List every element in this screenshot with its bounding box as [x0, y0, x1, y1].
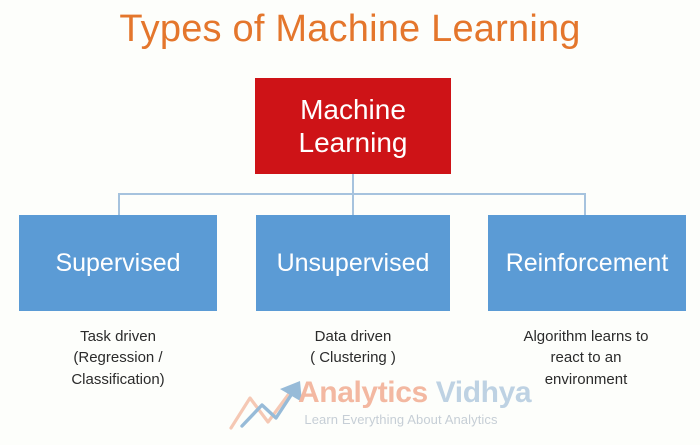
node-supervised-label: Supervised [55, 248, 181, 277]
watermark-brand: Analytics Vidhya [298, 376, 532, 410]
connector-drop-reinforcement [584, 193, 586, 216]
caption-unsupervised-line1: Data driven [314, 328, 392, 345]
root-node-label-line2: Learning [298, 127, 408, 158]
root-node-machine-learning: Machine Learning [255, 78, 451, 174]
growth-arrow-icon [228, 378, 308, 432]
caption-reinforcement-line1: Algorithm learns to [523, 328, 649, 345]
watermark-brand-first: Analytics [298, 376, 428, 409]
caption-supervised: Task driven (Regression / Classification… [19, 326, 217, 390]
caption-reinforcement-line3: environment [544, 370, 628, 388]
watermark: Analytics Vidhya Learn Everything About … [228, 376, 532, 438]
caption-reinforcement: Algorithm learns to react to an environm… [480, 326, 692, 390]
connector-root-stem [352, 174, 354, 194]
caption-unsupervised: Data driven ( Clustering ) [252, 326, 454, 369]
node-unsupervised: Unsupervised [256, 215, 450, 311]
caption-supervised-line2: (Regression / [73, 349, 163, 367]
watermark-tagline: Learn Everything About Analytics [304, 412, 498, 427]
node-reinforcement-label: Reinforcement [505, 248, 669, 277]
caption-supervised-line1: Task driven [80, 328, 156, 345]
node-supervised: Supervised [19, 215, 217, 311]
connector-drop-unsupervised [352, 193, 354, 216]
caption-reinforcement-line2: react to an [550, 349, 622, 367]
node-reinforcement: Reinforcement [488, 215, 686, 311]
node-unsupervised-label: Unsupervised [276, 248, 430, 277]
watermark-brand-second: Vidhya [427, 376, 532, 409]
root-node-label-line1: Machine [300, 93, 406, 125]
caption-supervised-line3: Classification) [71, 370, 165, 388]
page-title: Types of Machine Learning [119, 8, 581, 50]
connector-drop-supervised [118, 193, 120, 216]
caption-unsupervised-line2: ( Clustering ) [310, 349, 396, 367]
